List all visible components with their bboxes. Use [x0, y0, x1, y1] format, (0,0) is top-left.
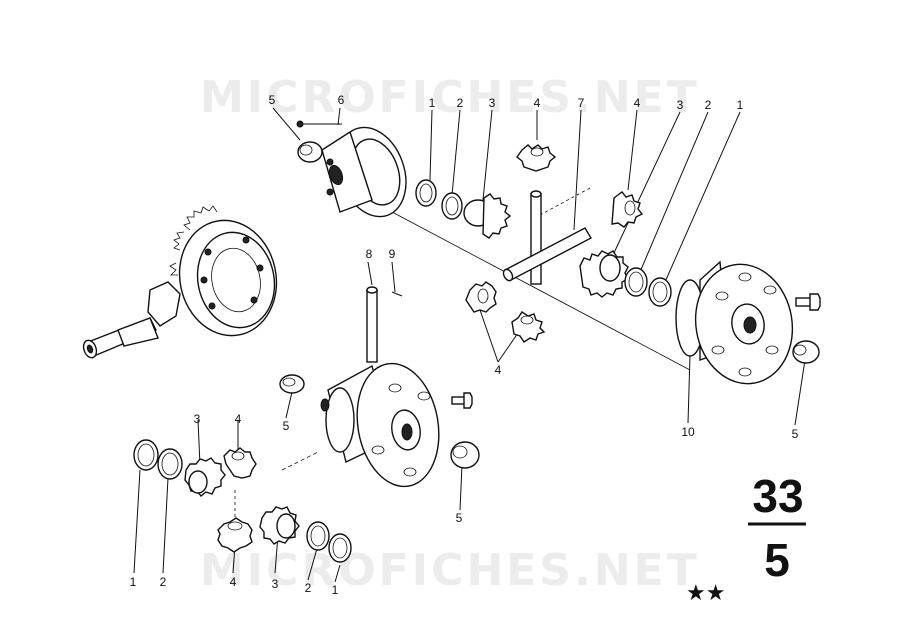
callout-10: 10 — [681, 425, 695, 439]
pinion-gear-4-lower-bottom — [217, 517, 253, 553]
callout-2: 2 — [305, 581, 312, 595]
group-number: 33 — [752, 470, 803, 522]
leader-lines — [133, 107, 806, 583]
callout-8: 8 — [366, 247, 373, 261]
thrust-washer-1-upper-left — [415, 179, 437, 207]
bushing-5-lower-left — [279, 374, 305, 394]
callout-4: 4 — [495, 363, 502, 377]
callout-9: 9 — [389, 247, 396, 261]
side-gear-3-upper-left — [463, 193, 512, 239]
shim-2-upper-right — [624, 267, 648, 297]
callout-1: 1 — [130, 575, 137, 589]
callout-1: 1 — [332, 583, 339, 597]
side-gear-3-lower-left — [184, 457, 226, 497]
ring-gear-and-pinion — [82, 205, 278, 359]
callout-5: 5 — [456, 511, 463, 525]
callout-4: 4 — [235, 412, 242, 426]
side-gear-3-lower-right — [259, 506, 300, 545]
thrust-washer-1-lower-left — [133, 439, 159, 471]
bolt-right — [795, 293, 821, 311]
upper-differential-housing — [321, 126, 407, 218]
callout-2: 2 — [457, 96, 464, 110]
callout-4: 4 — [634, 96, 641, 110]
callout-labels: 5 6 1 2 3 4 7 4 3 2 1 8 9 4 10 5 5 3 4 5… — [130, 93, 799, 597]
callout-6: 6 — [338, 93, 345, 107]
callout-3: 3 — [272, 577, 279, 591]
pinion-gears-4-middle — [465, 281, 546, 343]
pin-8 — [366, 286, 378, 363]
callout-5: 5 — [269, 93, 276, 107]
shim-2-upper-left — [441, 192, 463, 220]
pinion-gear-4-lower-top — [223, 447, 257, 479]
pinion-shaft-7 — [502, 190, 592, 285]
page-number: 5 — [764, 534, 790, 586]
callout-3: 3 — [677, 98, 684, 112]
callout-1: 1 — [429, 96, 436, 110]
lock-pin-9 — [391, 291, 403, 297]
callout-4: 4 — [230, 575, 237, 589]
shim-2-lower-left — [157, 448, 183, 480]
diagram-code: 33 5 — [748, 470, 806, 586]
thrust-washer-1-lower-right — [328, 533, 352, 563]
shim-2-lower-right — [306, 521, 330, 551]
bolt-lower — [451, 392, 473, 409]
side-gear-3-upper-right — [579, 250, 629, 298]
watermark-bottom: MICROFICHES.NET — [200, 545, 700, 596]
callout-2: 2 — [160, 575, 167, 589]
pinion-gear-4-top — [516, 144, 557, 172]
watermark-top: MICROFICHES.NET — [200, 72, 700, 123]
stars-mark: ★★ — [686, 581, 725, 606]
callout-4: 4 — [534, 96, 541, 110]
pinion-gear-4-upper-right — [611, 191, 644, 228]
lower-differential-housing — [320, 362, 440, 488]
differential-cover-10 — [675, 260, 794, 385]
bushing-5-lower-right — [450, 441, 480, 469]
bushing-5-right — [792, 340, 820, 364]
thrust-washer-1-upper-right — [648, 277, 672, 307]
callout-2: 2 — [705, 98, 712, 112]
callout-3: 3 — [489, 96, 496, 110]
callout-7: 7 — [578, 96, 585, 110]
callout-3: 3 — [194, 412, 201, 426]
callout-5: 5 — [283, 419, 290, 433]
bushing-5-upper — [297, 141, 323, 163]
bolt-6 — [296, 120, 342, 128]
callout-5: 5 — [792, 427, 799, 441]
callout-1: 1 — [737, 98, 744, 112]
